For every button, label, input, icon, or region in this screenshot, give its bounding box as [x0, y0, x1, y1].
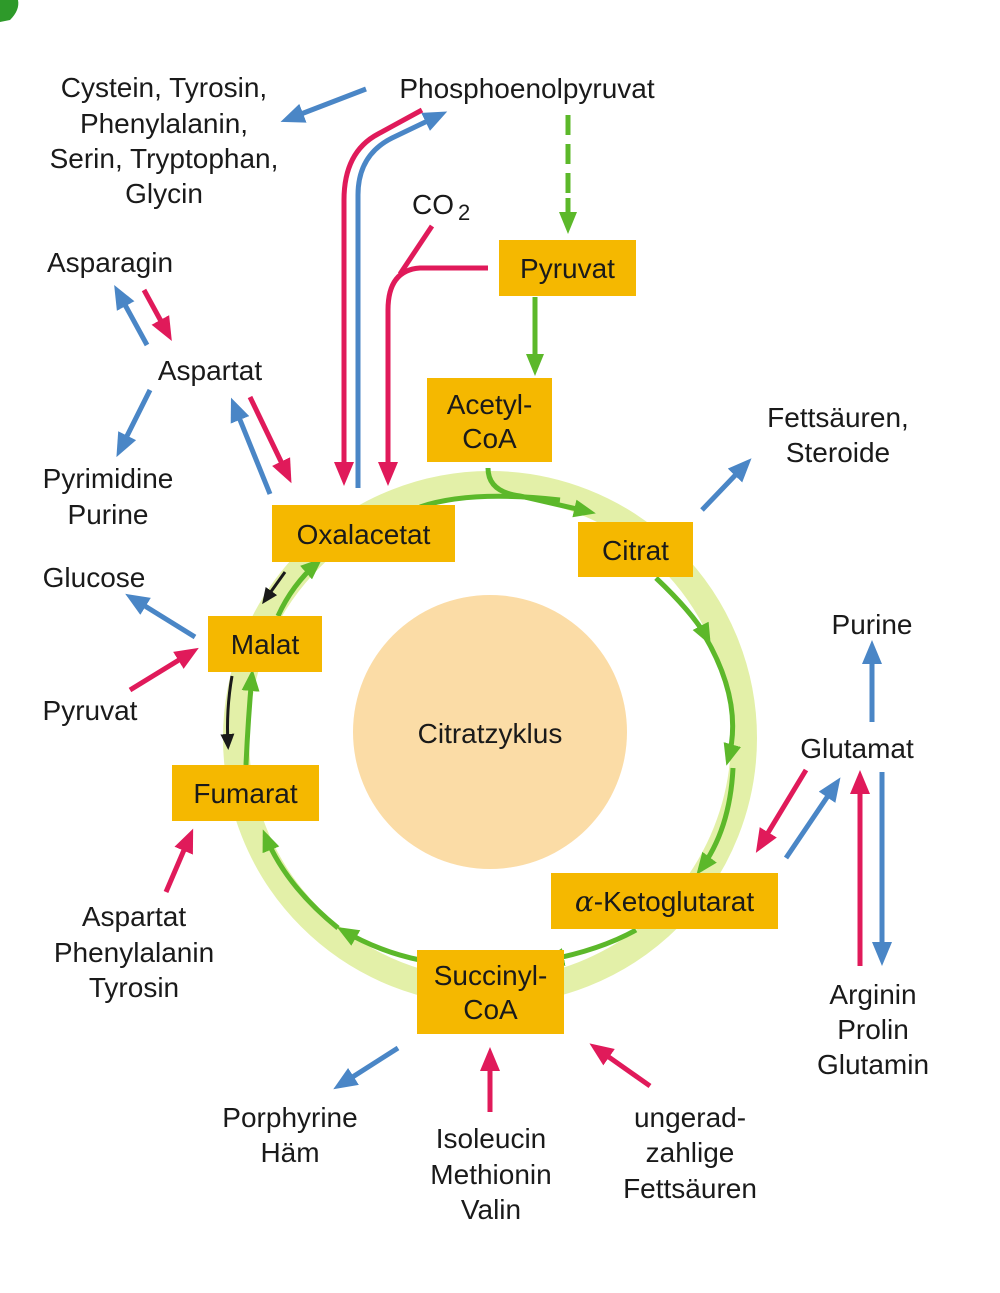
box-oxalacetat-label: Oxalacetat [297, 519, 431, 550]
cystein-line2: Phenylalanin, [80, 108, 248, 139]
arginin-line2: Prolin [837, 1014, 909, 1045]
label-aspartat: Aspartat [158, 355, 262, 386]
pyrimidine-line1: Pyrimidine [43, 463, 174, 494]
pyruvat-oxal-arrow [378, 265, 488, 486]
aspartat-group-line3: Tyrosin [89, 972, 179, 1003]
label-purine-right: Purine [832, 609, 913, 640]
label-glutamat: Glutamat [800, 733, 914, 764]
label-asparagin: Asparagin [47, 247, 173, 278]
malat-glucose-arrow [125, 593, 197, 640]
box-malat: Malat [208, 616, 322, 672]
corner-mark [0, 0, 19, 22]
pep-cystein-arrow [280, 86, 367, 123]
box-acetyl-coa: Acetyl- CoA [427, 378, 552, 462]
cycle-arrow-citrat-keto [697, 626, 742, 766]
cycle-arrow-oxal-citrat [419, 493, 561, 510]
oxal-pep-arrow [355, 111, 448, 488]
aspartat-asparagin-arrow [114, 284, 150, 347]
porphyrine-line2: Häm [260, 1137, 319, 1168]
box-oxalacetat: Oxalacetat [272, 505, 455, 562]
aspartat-oxal-arrow [247, 395, 292, 484]
porphyrine-line1: Porphyrine [222, 1102, 357, 1133]
label-porphyrine: Porphyrine Häm [222, 1102, 357, 1168]
pyruvat-malat-arrow [128, 647, 199, 693]
blue-arrows [114, 86, 892, 1090]
fettsaeuren-line1: Fettsäuren, [767, 402, 909, 433]
fettsaeuren-line2: Steroide [786, 437, 890, 468]
box-ketoglutarat: α-Ketoglutarat [551, 873, 778, 929]
pyrimidine-line2: Purine [68, 499, 149, 530]
ungerad-line3: Fettsäuren [623, 1173, 757, 1204]
cycle-arrow-succ-fum [336, 926, 421, 963]
cycle-arrow-fum-lower [262, 829, 340, 930]
oxal-aspartat-arrow [230, 397, 273, 495]
co2-branch [397, 224, 435, 276]
ungerad-line1: ungerad- [634, 1102, 746, 1133]
ketoglutarat-text: -Ketoglutarat [594, 886, 755, 917]
asparagin-aspartat-arrow [141, 288, 172, 342]
center-label: Citratzyklus [418, 718, 563, 749]
box-succinyl-coa: Succinyl- CoA [417, 950, 564, 1034]
aspartat-group-line1: Aspartat [82, 901, 186, 932]
cycle-arrow-keto-in [696, 767, 736, 875]
label-fettsaeuren-steroide: Fettsäuren, Steroide [767, 402, 909, 468]
citrat-fettsaeuren-arrow [700, 458, 752, 512]
center-disc [353, 595, 627, 869]
malat-fumarat-arrow [220, 675, 235, 750]
box-fumarat: Fumarat [172, 765, 319, 821]
alpha-prefix: α [575, 885, 594, 918]
box-citrat: Citrat [578, 522, 693, 577]
label-isoleucin-group: Isoleucin Methionin Valin [430, 1123, 551, 1225]
box-ketoglutarat-label: α-Ketoglutarat [575, 885, 754, 918]
label-cystein-group: Cystein, Tyrosin, Phenylalanin, Serin, T… [50, 72, 279, 209]
aspartat-pyrimidine-arrow [116, 388, 153, 458]
aspartat-group-line2: Phenylalanin [54, 937, 214, 968]
cystein-line4: Glycin [125, 178, 203, 209]
label-pyruvat-left: Pyruvat [43, 695, 138, 726]
succinyl-porphyrine-arrow [333, 1045, 400, 1090]
box-succinyl-line1: Succinyl- [434, 960, 548, 991]
ungerad-succinyl-arrow [589, 1043, 652, 1089]
cycle-arrow-malat-oxal [275, 558, 323, 618]
box-malat-label: Malat [231, 629, 300, 660]
aspartat-fumarat-arrow [163, 828, 194, 893]
keto-glutamat-arrow [783, 777, 841, 860]
box-citrat-label: Citrat [602, 535, 669, 566]
cycle-arrows [241, 467, 742, 966]
isoleucin-line1: Isoleucin [436, 1123, 547, 1154]
box-pyruvat: Pyruvat [499, 240, 636, 296]
box-acetyl-line2: CoA [462, 423, 517, 454]
red-arrows [128, 107, 870, 1112]
label-pep: Phosphoenolpyruvat [399, 73, 655, 104]
cycle-arrow-fum-malat [241, 669, 260, 766]
glutamat-keto-arrow [755, 768, 809, 853]
pep-oxal-arrow [334, 107, 424, 486]
isoleucin-line3: Valin [461, 1194, 521, 1225]
box-acetyl-line1: Acetyl- [447, 389, 533, 420]
arginin-line3: Glutamin [817, 1049, 929, 1080]
arginin-line1: Arginin [829, 979, 916, 1010]
ungerad-line2: zahlige [646, 1137, 735, 1168]
label-pyrimidine-purine: Pyrimidine Purine [43, 463, 174, 530]
label-arginin-group: Arginin Prolin Glutamin [817, 979, 929, 1080]
label-glucose: Glucose [43, 562, 146, 593]
co2-sub: 2 [458, 200, 470, 225]
oxal-malat-arrow [262, 571, 287, 605]
isoleucin-line2: Methionin [430, 1159, 551, 1190]
box-fumarat-label: Fumarat [193, 778, 297, 809]
box-pyruvat-label: Pyruvat [520, 253, 615, 284]
cystein-line1: Cystein, Tyrosin, [61, 72, 267, 103]
label-aspartat-group: Aspartat Phenylalanin Tyrosin [54, 901, 214, 1003]
box-succinyl-line2: CoA [463, 994, 518, 1025]
cystein-line3: Serin, Tryptophan, [50, 143, 279, 174]
co2-main: CO [412, 189, 454, 220]
label-ungerad-group: ungerad- zahlige Fettsäuren [623, 1102, 757, 1204]
